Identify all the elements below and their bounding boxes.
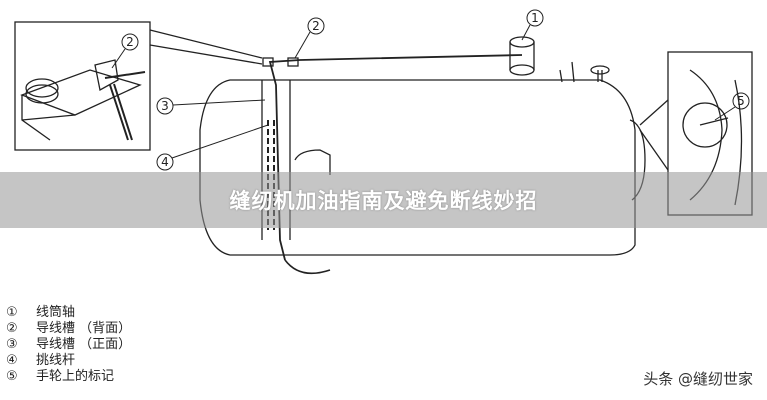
machine-body (199, 36, 646, 275)
legend-label: 线筒轴 (36, 305, 76, 320)
callout-number: 5 (737, 94, 745, 108)
legend-label: 导线槽 （正面） (36, 337, 132, 352)
callout-4 (156, 124, 269, 171)
legend: ① 线筒轴 ② 导线槽 （背面） ③ 导线槽 （正面） ④ 挑线杆 ⑤ 手轮上的标记 (6, 305, 131, 385)
callout-number: 2 (312, 19, 320, 33)
callout-5 (714, 92, 750, 121)
page-title: 缝纫机加油指南及避免断线妙招 (229, 189, 538, 213)
callout-2 (294, 17, 325, 59)
callout-number: 4 (161, 155, 169, 169)
callout-3 (156, 97, 266, 115)
legend-number: ① (6, 305, 18, 320)
callout-number: 1 (531, 11, 539, 25)
callout-1 (521, 9, 544, 41)
inset-left-frame (14, 21, 151, 151)
legend-item: ⑤ 手轮上的标记 (6, 369, 131, 385)
legend-item: ① 线筒轴 (6, 305, 131, 321)
legend-number: ③ (6, 337, 18, 352)
callout-number: 2 (126, 35, 134, 49)
title-banner: 缝纫机加油指南及避免断线妙招 (0, 172, 767, 228)
legend-number: ④ (6, 353, 18, 368)
legend-item: ② 导线槽 （背面） (6, 321, 131, 337)
legend-label: 导线槽 （背面） (36, 321, 132, 336)
thread-guide-detail (20, 59, 146, 141)
legend-label: 手轮上的标记 (36, 369, 115, 384)
callout-2-inset (111, 33, 139, 69)
legend-number: ⑤ (6, 369, 18, 384)
legend-item: ④ 挑线杆 (6, 353, 131, 369)
legend-item: ③ 导线槽 （正面） (6, 337, 131, 353)
legend-number: ② (6, 321, 18, 336)
watermark: 头条 @缝纫世家 (643, 370, 753, 388)
legend-label: 挑线杆 (36, 353, 76, 368)
callout-number: 3 (161, 99, 169, 113)
